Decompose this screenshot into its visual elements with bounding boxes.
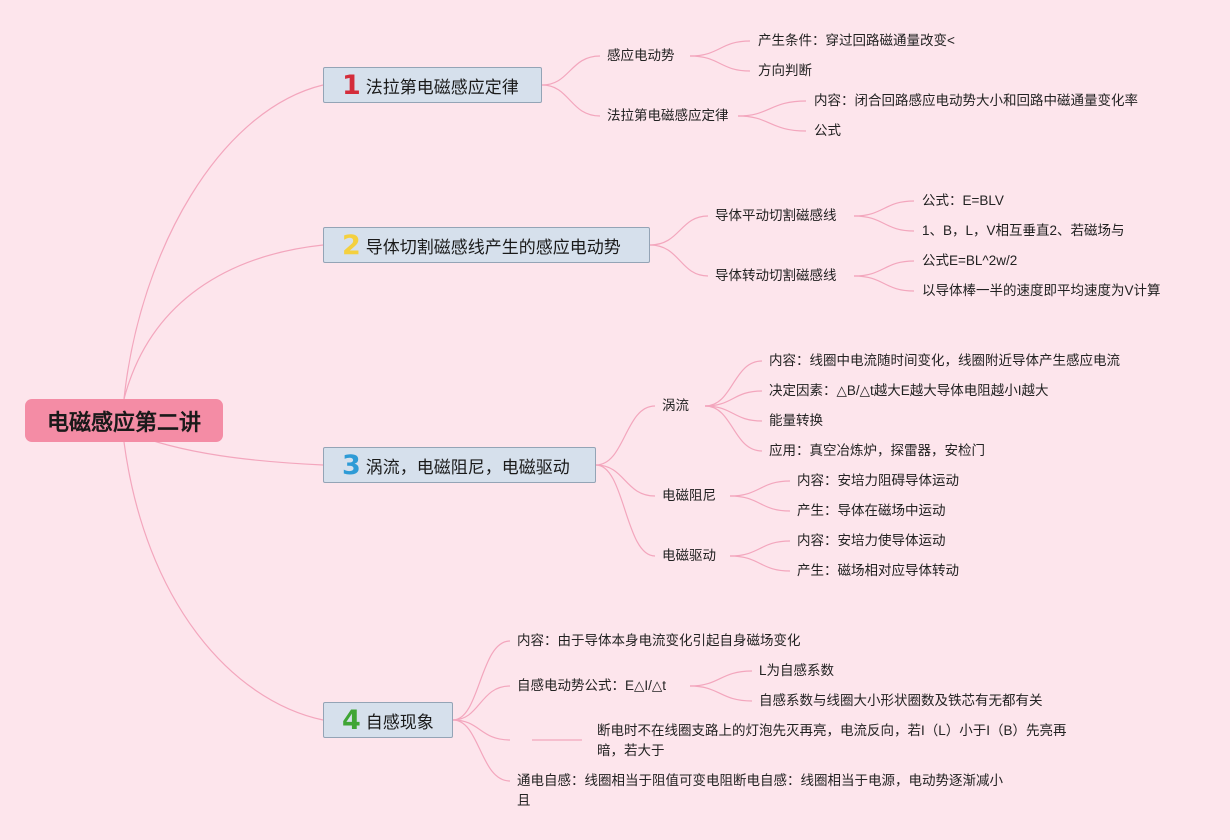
link-t3-b-1 (729, 480, 791, 497)
topic-3-sub-2-item-1[interactable]: 内容：安培力阻碍导体运动 (797, 473, 959, 488)
root-topic[interactable]: 电磁感应第二讲 (25, 399, 223, 442)
link-root-topic-2 (123, 244, 324, 400)
topic-3-sub-2[interactable]: 电磁阻尼 (662, 488, 716, 503)
link-t3-c-2 (729, 555, 791, 572)
link-t2-b-2 (853, 275, 915, 292)
topic-2-label: 导体切割磁感线产生的感应电动势 (365, 237, 621, 257)
topic-2-sub-2[interactable]: 导体转动切割磁感线 (715, 268, 837, 283)
topic-1-sub-1[interactable]: 感应电动势 (607, 48, 675, 63)
topic-2-sub-2-item-1[interactable]: 公式E=BL^2w/2 (922, 253, 1018, 268)
topic-2-sub-1[interactable]: 导体平动切割磁感线 (715, 208, 837, 223)
link-t4-b-2 (689, 685, 753, 702)
topic-1-sub-2-item-2[interactable]: 公式 (814, 123, 841, 138)
link-t2-a-2 (853, 215, 915, 232)
link-t4-c (452, 719, 511, 741)
topic-1-sub-1-item-2[interactable]: 方向判断 (758, 63, 812, 78)
link-t4-a (452, 640, 511, 721)
topic-2-sub-1-item-2[interactable]: 1、B，L，V相互垂直2、若磁场与 (922, 223, 1125, 238)
topic-3-sub-3-item-1[interactable]: 内容：安培力使导体运动 (797, 533, 946, 548)
topic-1[interactable]: 1 法拉第电磁感应定律 (323, 67, 542, 103)
link-t4-d (452, 719, 511, 782)
topic-4-sub-2-item-2[interactable]: 自感系数与线圈大小形状圈数及铁芯有无都有关 (759, 693, 1043, 708)
link-t1-b (541, 84, 601, 117)
link-t3-a-4 (704, 405, 763, 452)
link-t2-a (649, 215, 709, 246)
topic-3-sub-2-item-2[interactable]: 产生：导体在磁场中运动 (797, 503, 946, 518)
link-t3-c-1 (729, 540, 791, 557)
link-t2-b (649, 244, 709, 277)
link-t3-b (595, 464, 656, 497)
topic-4-sub-1[interactable]: 内容：由于导体本身电流变化引起自身磁场变化 (517, 633, 801, 648)
topic-4-sub-2-item-1[interactable]: L为自感系数 (759, 663, 835, 678)
topic-3-sub-3-item-2[interactable]: 产生：磁场相对应导体转动 (797, 563, 959, 578)
topic-4-sub-3-item-1[interactable]: 断电时不在线圈支路上的灯泡先灭再亮，电流反向，若I（L）小于I（B）先亮再暗，若… (597, 723, 1067, 758)
topic-4-sub-4[interactable]: 通电自感：线圈相当于阻值可变电阻断电自感：线圈相当于电源，电动势逐渐减小且 (517, 773, 1003, 808)
link-t1-a (541, 55, 601, 86)
link-t2-b-1 (853, 260, 915, 277)
root-label: 电磁感应第二讲 (46, 409, 201, 435)
number-2-icon: 2 (342, 229, 361, 261)
link-t2-a-1 (853, 200, 915, 217)
link-root-topic-4 (123, 441, 324, 721)
topic-3-sub-1-item-1[interactable]: 内容：线圈中电流随时间变化，线圈附近导体产生感应电流 (769, 353, 1120, 368)
link-t1-a-2 (689, 55, 751, 72)
topic-3-sub-3[interactable]: 电磁驱动 (662, 548, 716, 563)
topic-3[interactable]: 3 涡流，电磁阻尼，电磁驱动 (323, 447, 596, 483)
topic-1-label: 法拉第电磁感应定律 (365, 77, 519, 97)
link-t3-c (595, 464, 656, 557)
link-t3-a-3 (704, 405, 763, 422)
link-t1-b-1 (737, 100, 807, 117)
topic-4-sub-2[interactable]: 自感电动势公式：E△I/△t (517, 678, 667, 693)
link-t3-b-2 (729, 495, 791, 512)
topic-4[interactable]: 4 自感现象 (323, 702, 453, 738)
topic-2-sub-2-item-2[interactable]: 以导体棒一半的速度即平均速度为V计算 (922, 283, 1161, 298)
topic-1-sub-1-item-1[interactable]: 产生条件：穿过回路磁通量改变< (758, 33, 955, 48)
link-t1-a-1 (689, 40, 751, 57)
number-4-icon: 4 (342, 704, 361, 736)
topic-2[interactable]: 2 导体切割磁感线产生的感应电动势 (323, 227, 650, 263)
topic-1-sub-2[interactable]: 法拉第电磁感应定律 (607, 108, 729, 123)
link-t3-a (595, 405, 656, 466)
link-t4-b-1 (689, 670, 753, 687)
link-root-topic-1 (123, 84, 324, 400)
topic-3-sub-1[interactable]: 涡流 (662, 398, 689, 413)
topic-4-label: 自感现象 (365, 712, 434, 732)
topic-3-label: 涡流，电磁阻尼，电磁驱动 (365, 457, 570, 477)
topic-3-sub-1-item-2[interactable]: 决定因素：△B/△t越大E越大导体电阻越小I越大 (769, 383, 1049, 398)
number-1-icon: 1 (342, 69, 361, 101)
number-3-icon: 3 (342, 449, 361, 481)
topic-2-sub-1-item-1[interactable]: 公式：E=BLV (922, 193, 1004, 208)
link-t3-a-2 (704, 390, 763, 407)
link-t3-a-1 (704, 360, 763, 407)
link-t4-b (452, 685, 511, 721)
topic-3-sub-1-item-4[interactable]: 应用：真空冶炼炉，探雷器，安检门 (769, 443, 985, 458)
topic-3-sub-1-item-3[interactable]: 能量转换 (769, 413, 823, 428)
link-t1-b-2 (737, 115, 807, 132)
topic-1-sub-2-item-1[interactable]: 内容：闭合回路感应电动势大小和回路中磁通量变化率 (814, 93, 1138, 108)
